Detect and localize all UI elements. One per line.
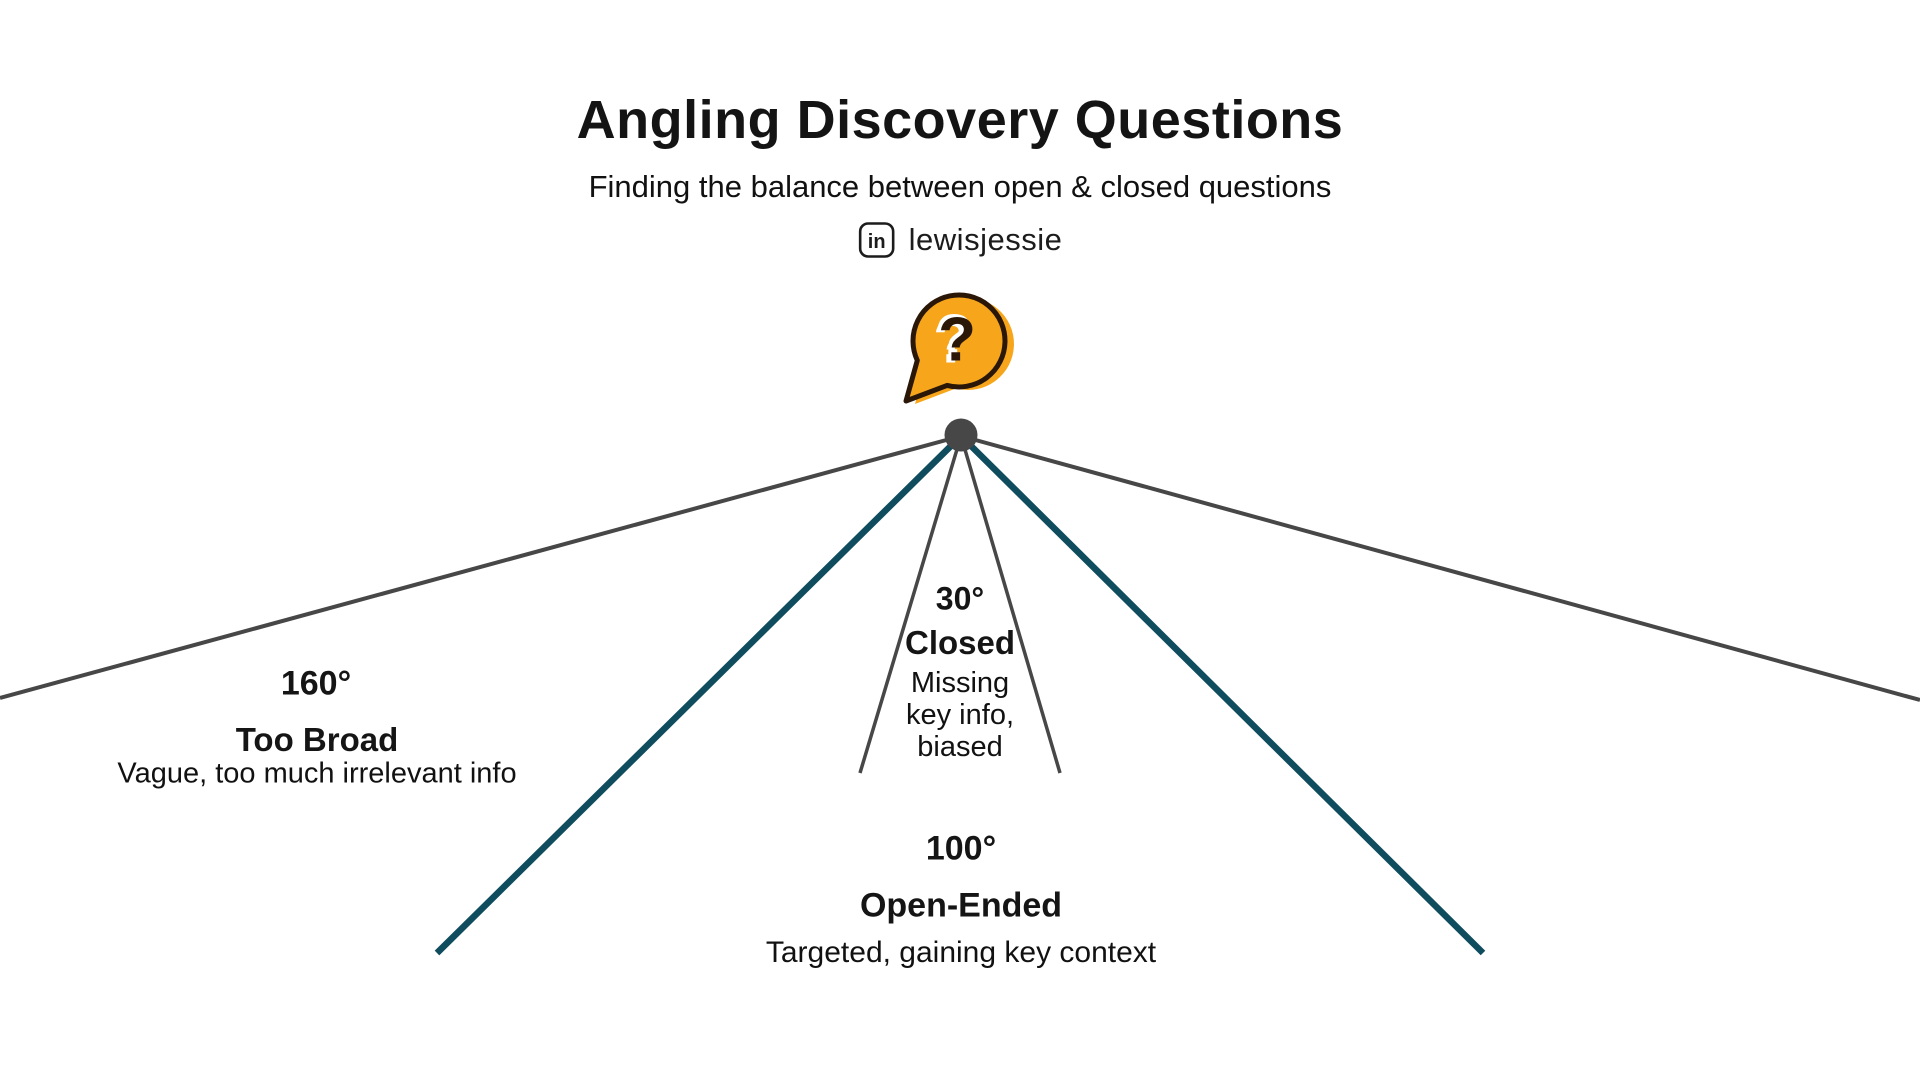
label-open-degrees: 100° bbox=[925, 829, 997, 868]
page-subtitle: Finding the balance between open & close… bbox=[588, 169, 1332, 204]
line-open-left bbox=[434, 433, 964, 956]
linkedin-icon-glyph: in bbox=[868, 231, 886, 253]
label-closed-degrees: 30° bbox=[935, 580, 985, 617]
label-closed-description: Missing key info, biased bbox=[906, 667, 1014, 763]
linkedin-icon: in bbox=[858, 222, 895, 258]
question-mark: ? bbox=[938, 305, 976, 375]
label-broad-description: Vague, too much irrelevant info bbox=[117, 757, 517, 790]
label-broad-name: Too Broad bbox=[235, 721, 399, 758]
angle-vertex-dot bbox=[944, 418, 978, 452]
line-broad-left bbox=[0, 434, 962, 700]
line-closed-left bbox=[858, 435, 963, 774]
line-closed-right bbox=[959, 435, 1062, 774]
line-broad-right bbox=[960, 434, 1920, 702]
label-open-description: Targeted, gaining key context bbox=[765, 936, 1157, 969]
linkedin-handle: lewisjessie bbox=[908, 222, 1063, 257]
question-bubble bbox=[903, 292, 1008, 404]
label-broad-degrees: 160° bbox=[280, 664, 352, 703]
line-open-right bbox=[958, 433, 1486, 956]
byline: in lewisjessie bbox=[858, 221, 1063, 259]
page-title: Angling Discovery Questions bbox=[576, 90, 1344, 150]
label-closed-name: Closed bbox=[904, 624, 1016, 661]
label-open-name: Open-Ended bbox=[859, 886, 1063, 925]
